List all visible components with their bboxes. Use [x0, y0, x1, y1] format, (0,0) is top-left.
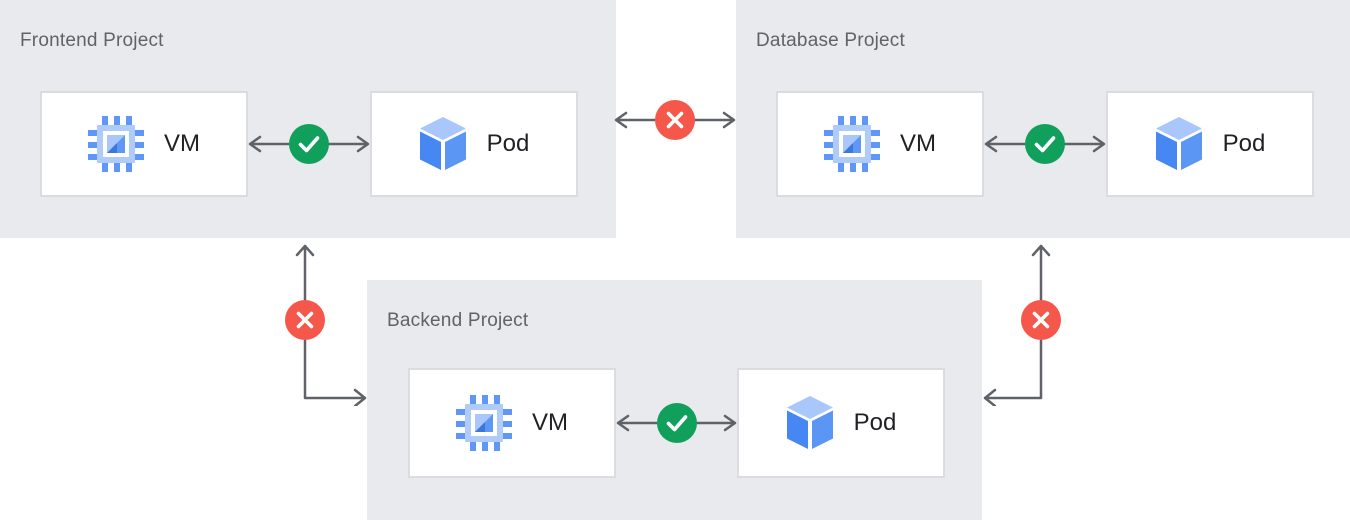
database-project-box: Database Project VM: [736, 0, 1350, 238]
frontend-vm-card: VM: [40, 91, 248, 197]
pod-label: Pod: [486, 130, 530, 157]
vm-label: VM: [164, 130, 200, 157]
database-vm-card: VM: [776, 91, 984, 197]
frontend-database-connection: [612, 100, 738, 140]
cross-icon: [1021, 300, 1061, 340]
check-icon: [289, 124, 329, 164]
vm-label: VM: [532, 409, 568, 436]
pod-icon: [419, 117, 467, 171]
cross-icon: [285, 300, 325, 340]
backend-vm-card: VM: [408, 368, 616, 478]
frontend-pod-card: Pod: [370, 91, 578, 197]
cross-icon: [655, 100, 695, 140]
vm-icon: [88, 116, 144, 172]
pod-icon: [1155, 117, 1203, 171]
frontend-backend-connector: [295, 244, 367, 406]
vm-icon: [456, 395, 512, 451]
frontend-internal-connection: [248, 124, 370, 164]
backend-pod-card: Pod: [737, 368, 945, 478]
pod-label: Pod: [853, 409, 897, 436]
project-title: Frontend Project: [20, 30, 164, 51]
database-backend-connector: [983, 244, 1051, 406]
backend-project-box: Backend Project VM: [367, 280, 982, 520]
database-pod-card: Pod: [1106, 91, 1314, 197]
check-icon: [1025, 124, 1065, 164]
vm-icon: [824, 116, 880, 172]
project-title: Backend Project: [387, 310, 529, 331]
check-icon: [657, 403, 697, 443]
database-internal-connection: [984, 124, 1106, 164]
project-title: Database Project: [756, 30, 905, 51]
pod-label: Pod: [1222, 130, 1266, 157]
backend-internal-connection: [616, 403, 737, 443]
pod-icon: [786, 396, 834, 450]
frontend-project-box: Frontend Project VM: [0, 0, 616, 238]
vm-label: VM: [900, 130, 936, 157]
